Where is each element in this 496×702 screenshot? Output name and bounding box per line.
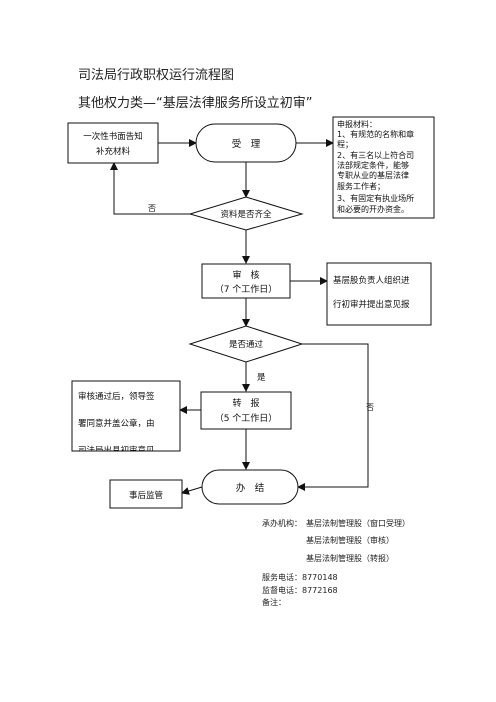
materials-note-line: 3、有固定有执业场所 [337,193,414,203]
accept-text: 受 理 [232,138,261,150]
supervision-text: 事后监管 [129,490,163,501]
review-note-line: 基层股负责人组织进 [333,275,410,286]
accept-node [195,123,297,163]
complete-check-text: 资料是否齐全 [220,209,272,220]
forward-note-line: 司法局出具初审意见 [78,445,155,456]
forward-note-line: 署同意并盖公章，由 [78,418,155,429]
forward-text-2: （5 个工作日） [215,412,278,424]
materials-note-line: 服务工作者； [337,181,385,191]
pass-check-diamond [188,325,304,363]
connector-finish-to-supervision [181,486,203,495]
service-phone: 服务电话：8770148 [262,573,338,582]
forward-text-1: 转 报 [232,397,259,409]
page-title: 司法局行政职权运行流程图 [78,68,235,83]
org-line: 基层法制管理股（窗口受理） [306,519,410,528]
pass-check-text: 是否通过 [229,339,264,350]
materials-note-line: 2、有三名以上符合司 [337,150,414,160]
supplement-box [67,122,159,164]
supervise-phone: 监督电话：8772168 [262,586,338,595]
connector-incomplete-to-supplement [110,162,200,215]
finish-text: 办 结 [236,482,265,494]
no-label-2: 否 [366,403,374,412]
review-note-box [326,262,432,326]
no-label-1: 否 [148,204,156,213]
supervision-box [109,479,183,509]
finish-node [201,469,299,505]
materials-note-box [332,116,435,219]
materials-note-line: 程； [337,140,353,149]
supplement-text-1: 一次性书面告知 [83,131,143,142]
complete-check-diamond [188,196,304,231]
forward-note-box [71,380,181,452]
forward-note-line: 审核通过后，领导签 [78,391,155,402]
connector-not-passed-to-finish [297,343,369,491]
page-subtitle: 其他权力类—“基层法律服务所设立初审” [78,96,313,111]
forward-box [200,391,292,430]
org-line: 基层法制管理股（审核） [306,536,394,545]
materials-note-line: 专职从业的基层法律 [337,170,409,180]
review-text-1: 审 核 [232,269,259,281]
review-box [201,263,291,299]
materials-note-line: 和必要的开办资金。 [337,204,409,214]
review-text-2: （7 个工作日） [215,283,278,295]
review-note-line: 行初审并提出意见报 [333,299,410,310]
remarks-label: 备注： [262,598,286,607]
org-label: 承办机构： [262,519,302,528]
materials-note-line: 申报材料： [337,119,377,129]
supplement-text-2: 补充材料 [96,146,131,157]
materials-note-line: 1、有规范的名称和章 [337,129,414,139]
yes-label: 是 [257,373,266,383]
org-line: 基层法制管理股（转报） [306,554,394,563]
materials-note-line: 法部规定条件，能够 [337,160,409,170]
